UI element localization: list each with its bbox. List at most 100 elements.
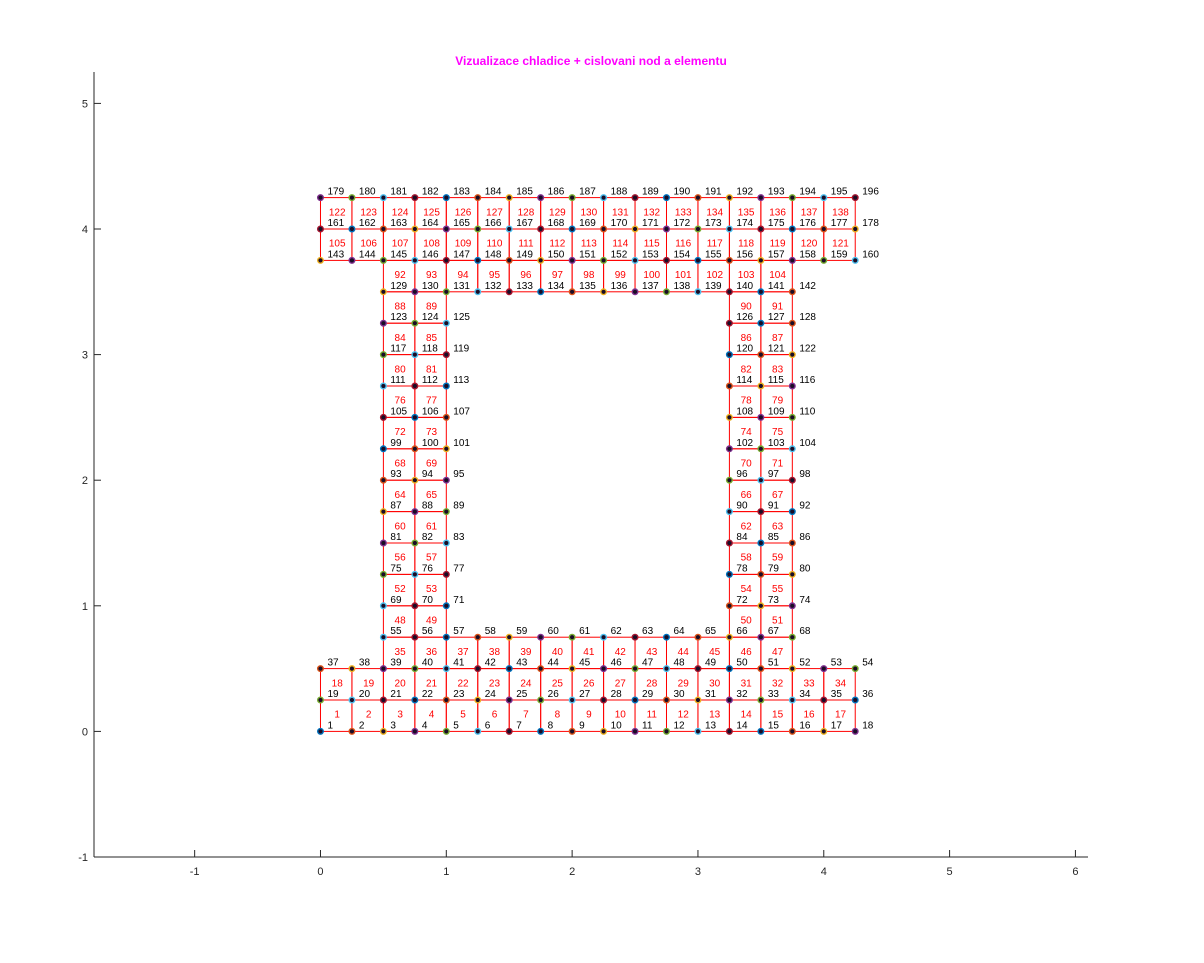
- node-marker-167: [505, 225, 513, 233]
- node-marker-166: [474, 225, 482, 233]
- node-label-28: 28: [611, 689, 623, 700]
- node-label-97: 97: [768, 469, 780, 480]
- node-label-150: 150: [548, 249, 565, 260]
- node-label-50: 50: [736, 658, 748, 669]
- node-label-155: 155: [705, 249, 722, 260]
- mesh-elements: [319, 197, 856, 732]
- node-marker-169: [568, 225, 576, 233]
- node-marker-146: [411, 256, 419, 264]
- node-label-7: 7: [516, 720, 522, 731]
- element-label-129: 129: [549, 207, 566, 218]
- node-marker-22: [411, 696, 419, 704]
- node-label-151: 151: [579, 249, 596, 260]
- x-tick-label-3: 3: [695, 866, 701, 878]
- node-marker-121: [757, 351, 765, 359]
- node-marker-36: [851, 696, 859, 704]
- element-label-130: 130: [581, 207, 598, 218]
- node-label-169: 169: [579, 218, 596, 229]
- node-label-127: 127: [768, 312, 785, 323]
- y-tick-label-5: 5: [82, 98, 88, 110]
- node-marker-8: [537, 727, 545, 735]
- node-label-192: 192: [736, 187, 753, 198]
- node-label-8: 8: [548, 720, 554, 731]
- element-label-83: 83: [772, 364, 784, 375]
- element-label-8: 8: [555, 710, 561, 721]
- x-tick-label-5: 5: [947, 866, 953, 878]
- element-label-54: 54: [741, 584, 753, 595]
- node-label-93: 93: [390, 469, 402, 480]
- node-label-165: 165: [453, 218, 470, 229]
- node-marker-86: [788, 539, 796, 547]
- node-label-182: 182: [422, 187, 439, 198]
- element-label-36: 36: [426, 647, 438, 658]
- element-label-52: 52: [395, 584, 407, 595]
- node-label-188: 188: [611, 187, 628, 198]
- node-label-137: 137: [642, 281, 659, 292]
- element-label-25: 25: [552, 678, 564, 689]
- node-marker-11: [631, 727, 639, 735]
- node-label-67: 67: [768, 626, 780, 637]
- node-label-175: 175: [768, 218, 785, 229]
- node-label-96: 96: [736, 469, 748, 480]
- node-marker-110: [788, 413, 796, 421]
- node-marker-148: [474, 256, 482, 264]
- element-label-85: 85: [426, 333, 438, 344]
- node-marker-186: [537, 194, 545, 202]
- node-marker-138: [662, 288, 670, 296]
- element-label-122: 122: [329, 207, 346, 218]
- node-label-15: 15: [768, 720, 780, 731]
- element-label-33: 33: [803, 678, 815, 689]
- element-label-120: 120: [801, 239, 818, 250]
- node-marker-92: [788, 508, 796, 516]
- element-label-20: 20: [395, 678, 407, 689]
- node-marker-95: [442, 476, 450, 484]
- node-marker-10: [600, 727, 608, 735]
- node-label-140: 140: [736, 281, 753, 292]
- node-label-128: 128: [799, 312, 816, 323]
- node-label-164: 164: [422, 218, 439, 229]
- node-marker-33: [757, 696, 765, 704]
- node-marker-158: [788, 256, 796, 264]
- node-marker-129: [379, 288, 387, 296]
- node-marker-128: [788, 319, 796, 327]
- node-marker-58: [474, 633, 482, 641]
- element-label-32: 32: [772, 678, 784, 689]
- x-tick-label-4: 4: [821, 866, 827, 878]
- element-label-67: 67: [772, 490, 784, 501]
- node-marker-64: [662, 633, 670, 641]
- element-label-62: 62: [741, 521, 753, 532]
- node-marker-67: [757, 633, 765, 641]
- node-marker-53: [820, 665, 828, 673]
- element-label-24: 24: [520, 678, 532, 689]
- y-tick-label--1: -1: [78, 852, 88, 864]
- element-label-37: 37: [457, 647, 469, 658]
- node-marker-116: [788, 382, 796, 390]
- element-label-114: 114: [612, 239, 628, 250]
- element-label-19: 19: [363, 678, 375, 689]
- element-label-118: 118: [738, 239, 754, 250]
- node-marker-43: [505, 665, 513, 673]
- node-label-179: 179: [327, 187, 344, 198]
- node-label-124: 124: [422, 312, 439, 323]
- element-label-41: 41: [583, 647, 595, 658]
- element-label-123: 123: [360, 207, 377, 218]
- element-label-17: 17: [835, 710, 847, 721]
- element-label-87: 87: [772, 333, 784, 344]
- element-label-95: 95: [489, 270, 501, 281]
- node-marker-24: [474, 696, 482, 704]
- element-label-124: 124: [392, 207, 409, 218]
- element-label-26: 26: [583, 678, 595, 689]
- node-marker-62: [600, 633, 608, 641]
- node-label-100: 100: [422, 438, 439, 449]
- node-label-71: 71: [453, 595, 465, 606]
- node-label-49: 49: [705, 658, 717, 669]
- node-marker-45: [568, 665, 576, 673]
- node-marker-77: [442, 570, 450, 578]
- node-marker-171: [631, 225, 639, 233]
- element-label-49: 49: [426, 616, 438, 627]
- node-label-6: 6: [485, 720, 491, 731]
- node-label-135: 135: [579, 281, 596, 292]
- element-label-30: 30: [709, 678, 721, 689]
- node-marker-80: [788, 570, 796, 578]
- node-marker-76: [411, 570, 419, 578]
